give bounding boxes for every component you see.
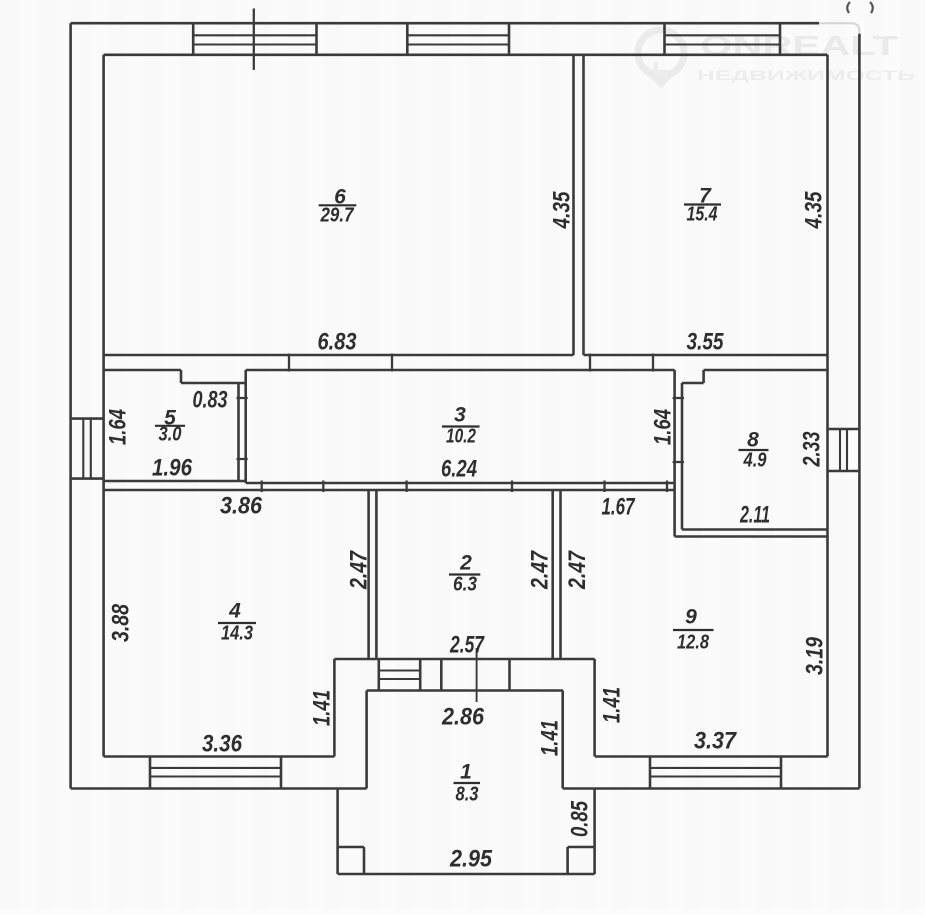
- svg-text:12.8: 12.8: [677, 631, 709, 654]
- svg-text:1: 1: [460, 761, 472, 784]
- svg-text:1.41: 1.41: [537, 720, 564, 756]
- svg-text:8: 8: [747, 429, 759, 452]
- svg-text:6.3: 6.3: [453, 573, 478, 596]
- svg-text:10.2: 10.2: [446, 425, 476, 448]
- svg-text:НЕДВИЖИМОСТЬ: НЕДВИЖИМОСТЬ: [697, 67, 915, 83]
- svg-text:14.3: 14.3: [221, 622, 253, 645]
- svg-text:3.37: 3.37: [694, 728, 737, 755]
- svg-text:4.35: 4.35: [801, 191, 828, 229]
- svg-text:1.64: 1.64: [650, 409, 677, 445]
- svg-text:3.0: 3.0: [159, 423, 182, 446]
- svg-text:3.19: 3.19: [802, 637, 829, 675]
- svg-text:2.47: 2.47: [527, 550, 554, 590]
- svg-text:15.4: 15.4: [687, 203, 718, 226]
- svg-text:0.85: 0.85: [567, 801, 594, 837]
- svg-text:3.36: 3.36: [202, 731, 242, 758]
- svg-text:0.83: 0.83: [193, 387, 228, 414]
- svg-text:6: 6: [334, 186, 346, 209]
- svg-text:2.95: 2.95: [449, 846, 492, 873]
- svg-text:2: 2: [459, 552, 472, 575]
- svg-text:3.55: 3.55: [687, 329, 724, 356]
- svg-text:4.9: 4.9: [743, 449, 767, 472]
- svg-text:1.96: 1.96: [152, 455, 192, 482]
- svg-text:2.47: 2.47: [346, 550, 373, 590]
- svg-text:1.64: 1.64: [105, 409, 132, 445]
- svg-text:5: 5: [164, 407, 176, 430]
- svg-text:1.41: 1.41: [599, 687, 626, 723]
- svg-text:7: 7: [699, 185, 712, 208]
- svg-text:4: 4: [228, 600, 241, 623]
- svg-text:2.86: 2.86: [441, 704, 484, 731]
- svg-text:3.88: 3.88: [108, 604, 135, 642]
- svg-text:2.57: 2.57: [449, 632, 485, 659]
- svg-text:4.35: 4.35: [549, 191, 576, 229]
- svg-text:29.7: 29.7: [320, 204, 355, 227]
- svg-text:8.3: 8.3: [456, 783, 479, 806]
- svg-text:9: 9: [685, 606, 697, 629]
- svg-text:2.47: 2.47: [564, 550, 591, 590]
- svg-text:3.86: 3.86: [220, 493, 262, 520]
- svg-text:1.67: 1.67: [602, 494, 636, 521]
- svg-text:6.24: 6.24: [441, 456, 477, 483]
- svg-text:2.33: 2.33: [799, 431, 826, 467]
- svg-text:3: 3: [454, 404, 466, 427]
- svg-text:6.83: 6.83: [318, 329, 357, 356]
- svg-text:1.41: 1.41: [309, 690, 336, 726]
- svg-text:2.11: 2.11: [739, 502, 770, 529]
